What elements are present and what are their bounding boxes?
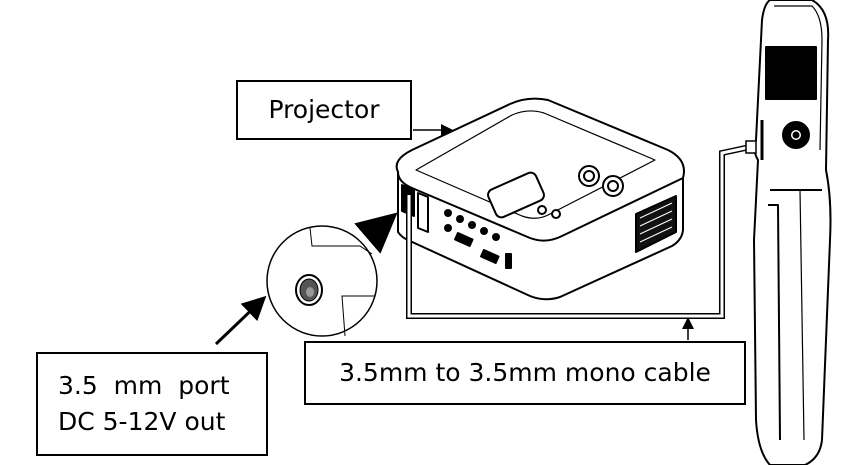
cable-label: 3.5mm to 3.5mm mono cable — [304, 341, 746, 405]
handheld-device — [753, 0, 832, 465]
mono-cable — [406, 140, 757, 319]
port-label-line2: DC 5-12V out — [58, 407, 226, 436]
cable-label-text: 3.5mm to 3.5mm mono cable — [339, 357, 711, 387]
projector-label-text: Projector — [268, 94, 380, 124]
arrow-to-port — [214, 295, 267, 346]
projector-label: Projector — [236, 80, 412, 140]
audio-jack-port — [295, 274, 323, 306]
zoom-magnifier-circle — [266, 225, 378, 337]
arrow-to-side-panel — [354, 212, 398, 254]
projector-device — [395, 97, 685, 301]
port-label: 3.5 mm port DC 5-12V out — [36, 352, 268, 456]
pointer-arrows — [214, 124, 694, 346]
port-label-line1: 3.5 mm port — [58, 370, 230, 400]
